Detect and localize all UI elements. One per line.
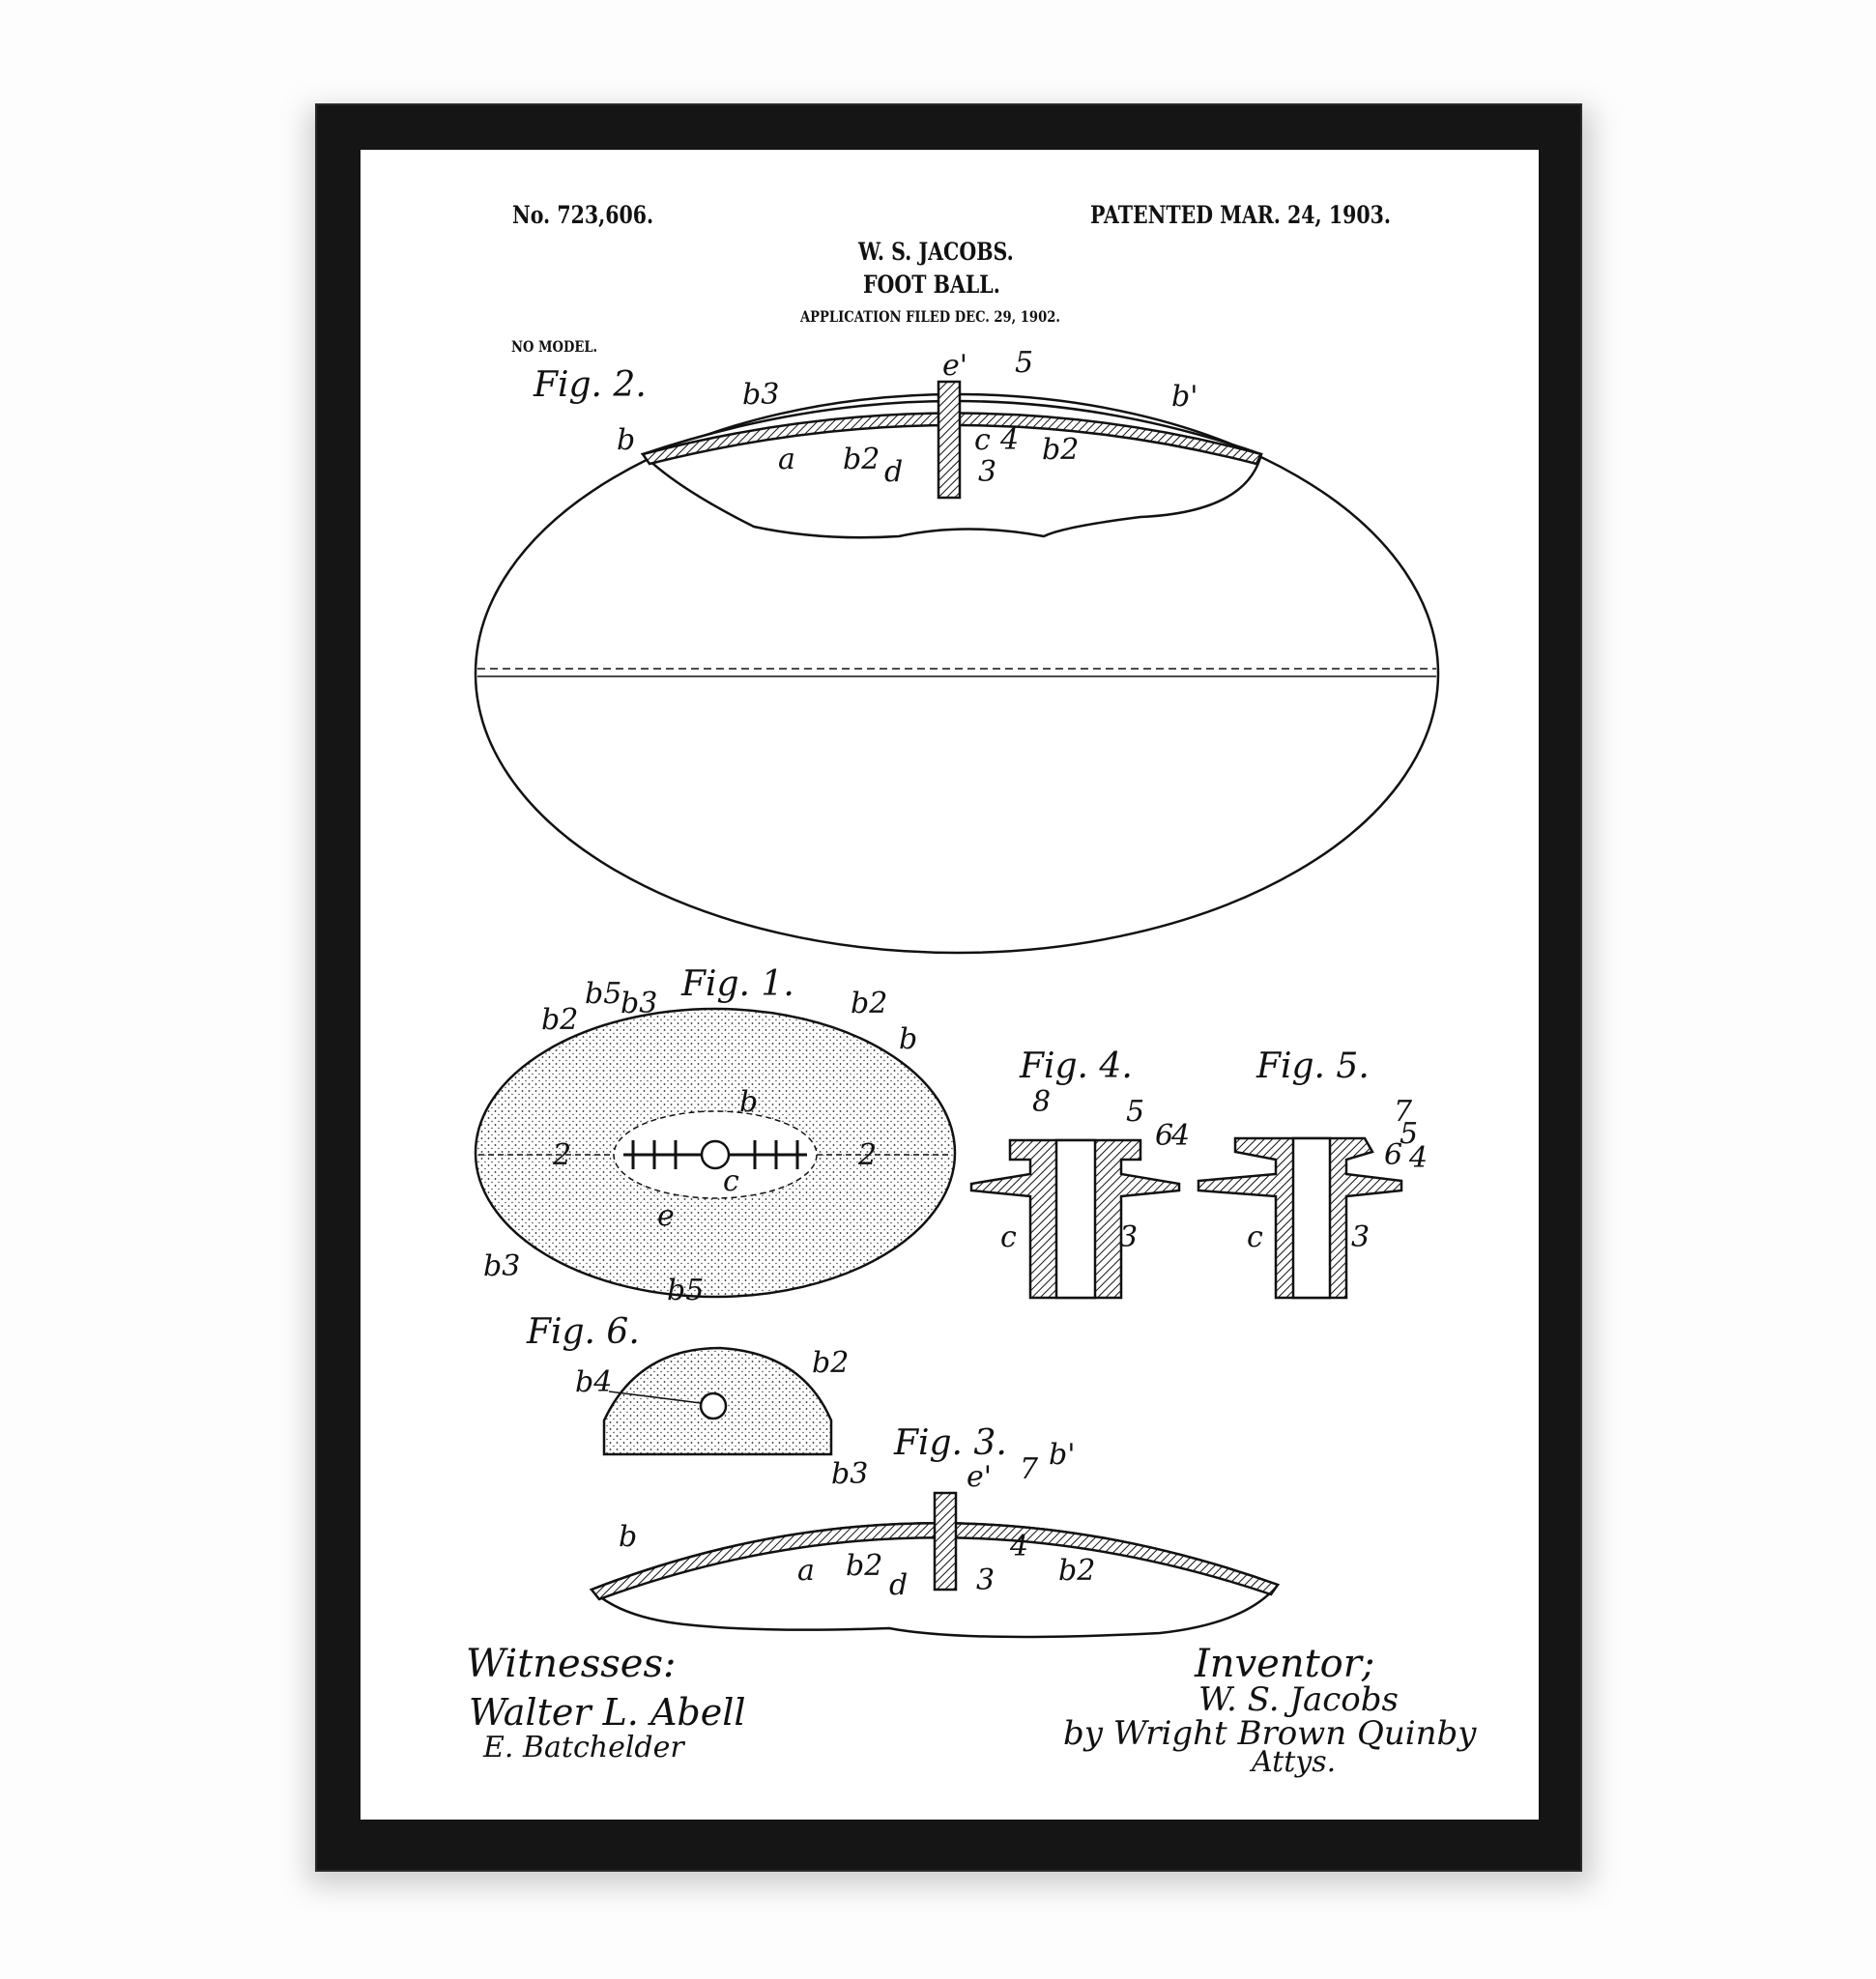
part-label: b' xyxy=(1171,380,1198,414)
application-filed: APPLICATION FILED DEC. 29, 1902. xyxy=(800,307,1060,326)
part-label: c xyxy=(1000,1220,1017,1254)
part-label: 4 xyxy=(1009,1530,1028,1563)
figure-2 xyxy=(474,380,1440,955)
fig6-title: Fig. 6. xyxy=(526,1312,640,1352)
part-label: b2 xyxy=(851,987,887,1020)
part-label: 6 xyxy=(1384,1138,1402,1172)
part-label: b2 xyxy=(1042,433,1079,467)
inventor-name: W. S. JACOBS. xyxy=(858,238,1014,266)
fig2-labels: b3 e' 5 b' b a b2 d 3 c 4 b2 xyxy=(617,346,1198,489)
fig6-labels: b4 b2 xyxy=(575,1346,849,1399)
fig5-title: Fig. 5. xyxy=(1255,1047,1370,1086)
part-label: b2 xyxy=(541,1003,578,1037)
part-label: 2 xyxy=(552,1138,571,1172)
part-label: 5 xyxy=(1015,346,1033,380)
part-label: 3 xyxy=(1119,1220,1138,1254)
fig1-title: Fig. 1. xyxy=(680,964,794,1004)
part-label: b3 xyxy=(742,378,779,412)
part-label: 7 xyxy=(1394,1095,1413,1129)
part-label: 4 xyxy=(1408,1141,1428,1175)
part-label: a xyxy=(797,1554,815,1588)
part-label: b2 xyxy=(843,443,880,476)
part-label: 6 xyxy=(1155,1119,1173,1153)
part-label: b3 xyxy=(621,987,657,1020)
inventor-block: Inventor; W. S. Jacobs by Wright Brown Q… xyxy=(1063,1642,1477,1779)
part-label: 3 xyxy=(978,455,996,489)
patent-title: FOOT BALL. xyxy=(863,271,1000,299)
patent-number: No. 723,606. xyxy=(512,201,654,229)
part-label: b3 xyxy=(831,1457,868,1491)
part-label: 7 xyxy=(1020,1452,1039,1486)
part-label: 5 xyxy=(1126,1095,1144,1129)
inventor-label: Inventor; xyxy=(1194,1642,1374,1686)
fig3-labels: b3 e' 7 b' b a b2 d 3 4 b2 xyxy=(619,1438,1095,1602)
figure-4 xyxy=(969,1138,1181,1300)
fig1-labels: b2 b5 b3 b2 b b 2 2 c e b3 b5 xyxy=(483,977,917,1307)
part-label: b xyxy=(739,1085,758,1119)
part-label: 5 xyxy=(1400,1117,1418,1151)
part-label: b5 xyxy=(667,1274,704,1307)
part-label: 4 xyxy=(999,423,1019,457)
part-label: 2 xyxy=(857,1138,877,1172)
witnesses-label: Witnesses: xyxy=(466,1642,676,1686)
fig4-labels: 8 5 6 4 c 3 xyxy=(1000,1085,1190,1254)
patent-date: PATENTED MAR. 24, 1903. xyxy=(1090,201,1392,229)
part-label: 8 xyxy=(1032,1085,1051,1119)
no-model: NO MODEL. xyxy=(511,337,598,356)
part-label: e' xyxy=(942,349,967,383)
part-label: 3 xyxy=(1351,1220,1370,1254)
attys-label: Attys. xyxy=(1249,1745,1336,1779)
part-label: b xyxy=(899,1022,917,1056)
part-label: b2 xyxy=(846,1549,882,1583)
fig3-title: Fig. 3. xyxy=(893,1423,1007,1463)
witness-2-signature: E. Batchelder xyxy=(482,1731,685,1764)
attorneys-signature: by Wright Brown Quinby xyxy=(1063,1714,1477,1753)
part-label: d xyxy=(889,1568,908,1602)
part-label: b xyxy=(619,1520,637,1554)
witness-1-signature: Walter L. Abell xyxy=(469,1691,746,1734)
part-label: b xyxy=(617,423,635,457)
part-label: c xyxy=(1247,1220,1263,1254)
part-label: e' xyxy=(967,1460,992,1494)
part-label: a xyxy=(778,443,795,476)
witnesses-block: Witnesses: Walter L. Abell E. Batchelder xyxy=(466,1642,746,1764)
figure-3 xyxy=(589,1491,1281,1639)
part-label: e xyxy=(657,1199,675,1233)
part-label: b5 xyxy=(585,977,621,1011)
part-label: 3 xyxy=(976,1563,995,1597)
part-label: c xyxy=(974,423,991,457)
part-label: b4 xyxy=(575,1365,612,1399)
part-label: b' xyxy=(1049,1438,1075,1472)
fig2-title: Fig. 2. xyxy=(533,365,647,405)
fig5-labels: 7 5 6 4 c 3 xyxy=(1247,1095,1428,1254)
part-label: b2 xyxy=(1058,1554,1095,1588)
part-label: d xyxy=(884,455,903,489)
fig4-title: Fig. 4. xyxy=(1019,1047,1133,1086)
figure-5 xyxy=(1197,1136,1403,1300)
part-label: 4 xyxy=(1170,1119,1190,1153)
part-label: b2 xyxy=(812,1346,849,1380)
inventor-signature: W. S. Jacobs xyxy=(1198,1680,1399,1719)
part-label: b3 xyxy=(483,1249,520,1283)
figure-6 xyxy=(602,1346,833,1456)
part-label: c xyxy=(723,1164,739,1198)
figure-1 xyxy=(474,1007,957,1299)
